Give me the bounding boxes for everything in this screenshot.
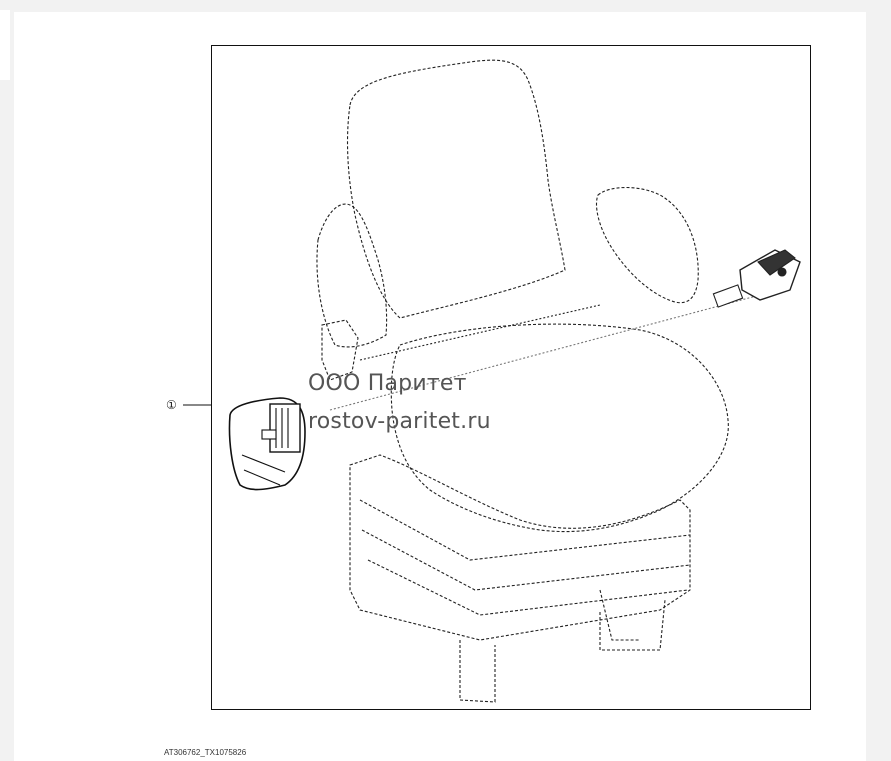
left-bolster bbox=[316, 203, 388, 348]
buckle-right bbox=[712, 249, 801, 308]
watermark-site: rostov-paritet.ru bbox=[308, 409, 491, 434]
suspension-low bbox=[361, 529, 691, 591]
front-edge bbox=[599, 589, 640, 641]
left-margin-strip bbox=[0, 10, 10, 80]
base-foot-left bbox=[459, 640, 496, 703]
seat-cushion bbox=[390, 323, 729, 533]
watermark-company: ООО Паритет bbox=[308, 371, 467, 396]
seat-outline bbox=[316, 59, 729, 703]
callout-number: ① bbox=[166, 398, 177, 412]
figure-frame bbox=[211, 45, 811, 710]
suspension-mid bbox=[359, 499, 691, 561]
backrest bbox=[346, 59, 566, 319]
suspension-upper bbox=[349, 454, 691, 641]
right-armrest bbox=[595, 187, 699, 304]
suspension-base bbox=[367, 559, 689, 616]
base-foot-right bbox=[599, 599, 666, 651]
figure-code: AT306762_TX1075826 bbox=[164, 748, 247, 757]
left-pivot-plate bbox=[321, 319, 359, 381]
latch-plate-left bbox=[228, 397, 306, 491]
seat-belt-line-upper bbox=[359, 304, 601, 361]
